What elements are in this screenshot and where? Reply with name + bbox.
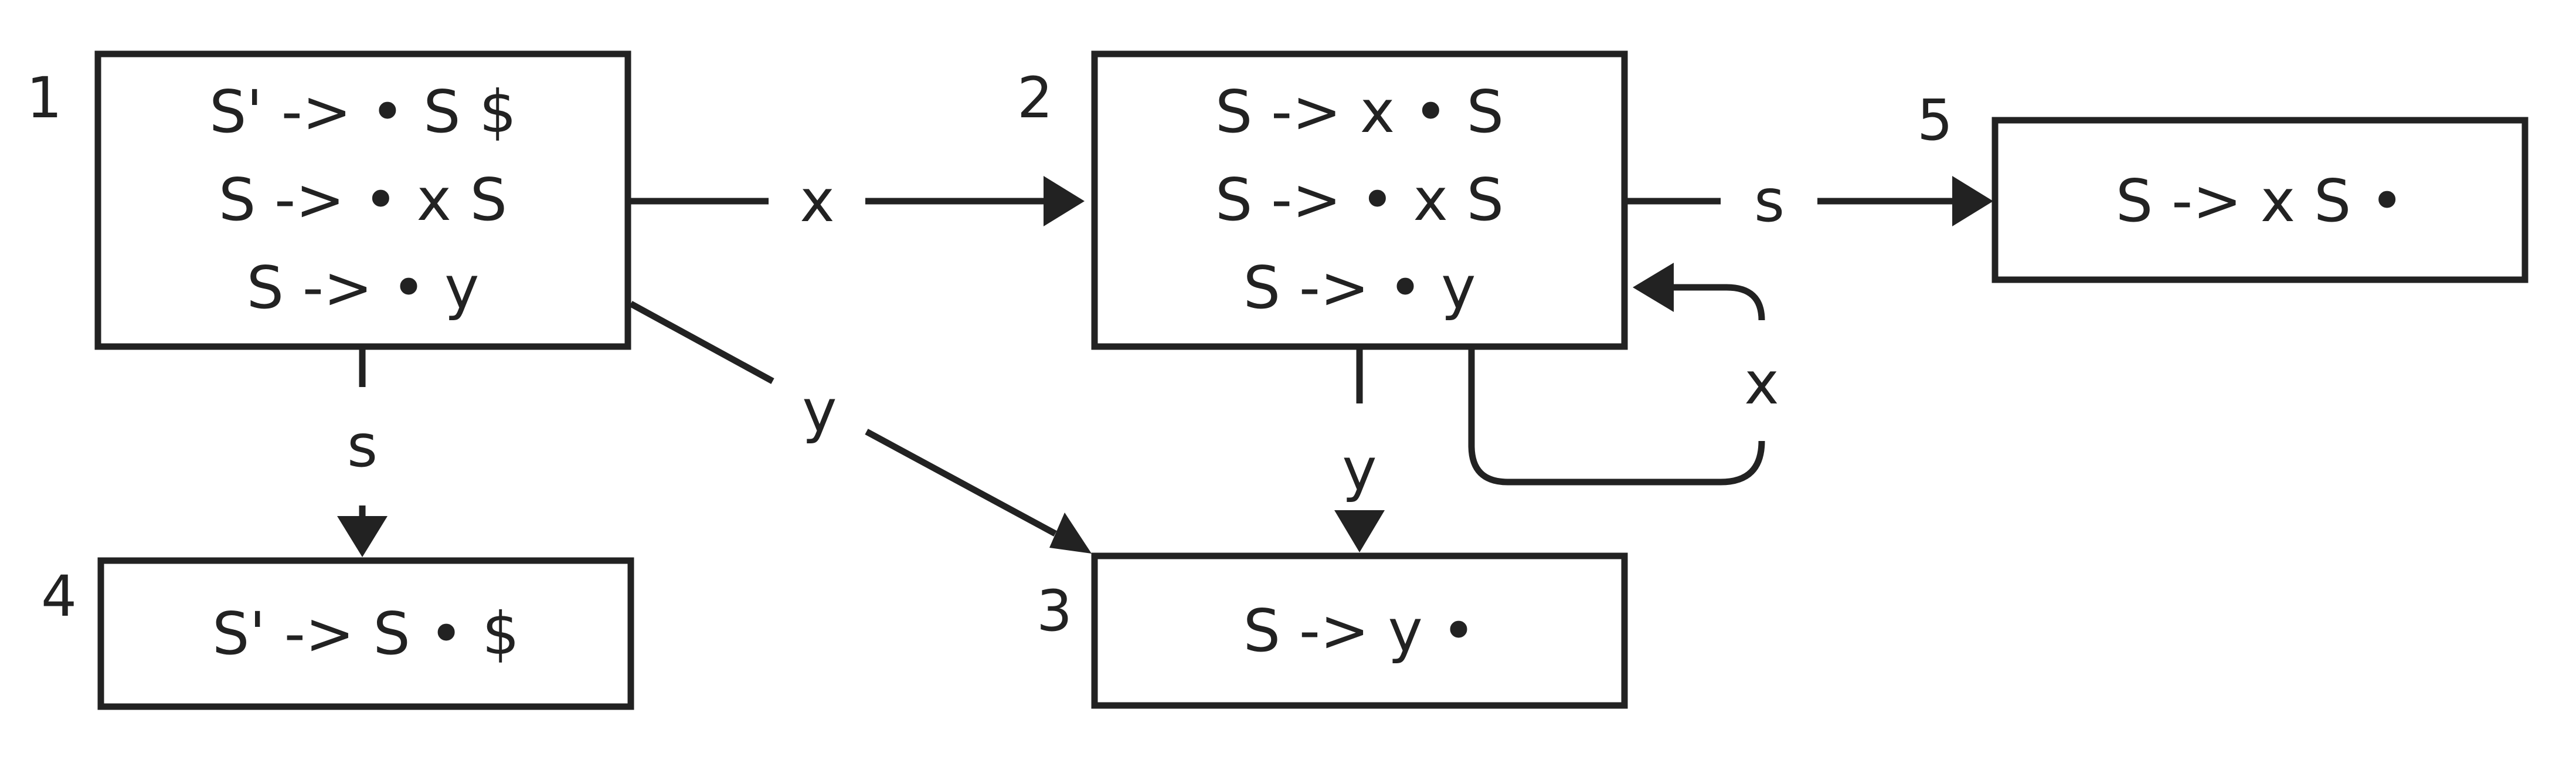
- state-2: 2 S -> x • S S -> • x S S -> • y: [1017, 50, 1628, 350]
- arrowhead: [1633, 263, 1674, 312]
- edge-label: s: [1754, 167, 1785, 235]
- edge-line: [1468, 284, 1765, 486]
- state-2-item: S -> • y: [1243, 253, 1476, 322]
- arrowhead: [1334, 510, 1385, 552]
- state-2-item: S -> x • S: [1215, 77, 1504, 146]
- state-1-item: S -> • y: [247, 253, 480, 322]
- state-2-number: 2: [1017, 65, 1053, 131]
- state-5-item: S -> x S •: [2116, 167, 2404, 235]
- state-5-box: [1992, 117, 2529, 283]
- state-3: 3 S -> y •: [1036, 552, 1628, 709]
- edge-label: s: [347, 412, 378, 480]
- state-1-box: [94, 50, 631, 350]
- arrowhead: [1049, 513, 1092, 554]
- state-1-item: S -> • x S: [219, 165, 507, 234]
- transition-2-self-loop: x: [1468, 263, 1779, 486]
- state-4: 4 S' -> S • $: [41, 557, 634, 710]
- state-3-box: [1091, 552, 1628, 709]
- edge-line: [629, 301, 1057, 537]
- transition-2-to-3: y: [1334, 350, 1385, 552]
- arrowhead: [1044, 176, 1085, 226]
- transition-1-to-3: y: [629, 301, 1092, 554]
- state-2-item: S -> • x S: [1215, 165, 1504, 234]
- state-4-number: 4: [41, 564, 77, 629]
- state-2-box: [1091, 50, 1628, 350]
- arrowhead: [1952, 176, 1993, 226]
- state-4-item: S' -> S • $: [212, 599, 519, 668]
- state-1-item: S' -> • S $: [209, 77, 516, 146]
- transition-1-to-4: s: [337, 350, 388, 557]
- state-5: 5 S -> x S •: [1917, 87, 2529, 283]
- edge-label: x: [1744, 349, 1779, 418]
- state-5-number: 5: [1917, 87, 1953, 153]
- arrowhead: [337, 516, 388, 557]
- transition-2-to-5: s: [1627, 167, 1993, 235]
- transition-1-to-2: x: [631, 167, 1085, 235]
- edge-label: y: [802, 376, 837, 445]
- edge-label: x: [800, 167, 834, 235]
- state-4-box: [97, 557, 634, 710]
- state-3-number: 3: [1036, 578, 1072, 644]
- state-1: 1 S' -> • S $ S -> • x S S -> • y: [26, 50, 631, 350]
- state-1-number: 1: [26, 65, 62, 131]
- state-3-item: S -> y •: [1243, 596, 1476, 665]
- edge-label: y: [1342, 435, 1377, 504]
